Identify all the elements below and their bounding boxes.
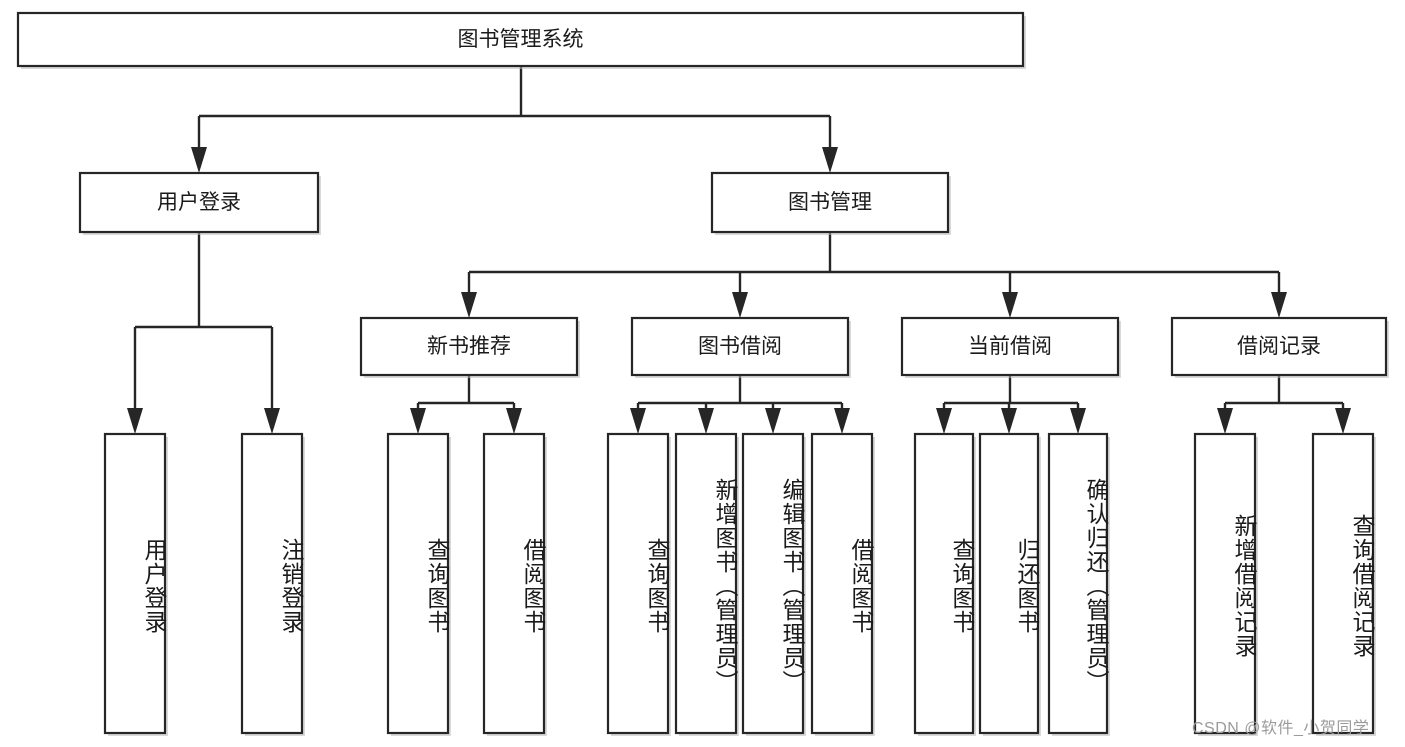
arrowhead-icon: [127, 408, 143, 434]
node-leaf-logout-box[interactable]: [240, 432, 304, 735]
node-new-book-rec-box[interactable]: [359, 316, 579, 377]
arrowhead-icon: [1271, 292, 1287, 318]
node-leaf-return-book-box[interactable]: [978, 432, 1040, 735]
node-leaf-query-book-1-box[interactable]: [386, 432, 450, 735]
arrowhead-icon: [506, 408, 522, 434]
node-leaf-confirm-return-box[interactable]: [1047, 432, 1109, 735]
node-current-borrow-box[interactable]: [900, 316, 1120, 377]
node-leaf-user-login-box[interactable]: [103, 432, 167, 735]
node-borrow-record-box[interactable]: [1170, 316, 1388, 377]
arrowhead-icon: [461, 292, 477, 318]
node-book-borrow-box[interactable]: [630, 316, 850, 377]
arrowhead-icon: [732, 292, 748, 318]
arrowhead-icon: [630, 408, 646, 434]
arrowhead-icon: [410, 408, 426, 434]
node-book-borrow-label: 图书借阅: [698, 335, 782, 358]
arrowhead-icon: [1335, 408, 1351, 434]
node-current-borrow-label: 当前借阅: [968, 335, 1052, 358]
arrowhead-icon: [936, 408, 952, 434]
node-leaf-add-book-box[interactable]: [674, 432, 738, 735]
arrowhead-icon: [834, 408, 850, 434]
arrowhead-icon: [822, 147, 838, 173]
node-leaf-borrow-book-1-box[interactable]: [482, 432, 546, 735]
node-leaf-add-record-box[interactable]: [1193, 432, 1257, 735]
arrowhead-icon: [1070, 408, 1086, 434]
node-leaf-borrow-book-2-box[interactable]: [810, 432, 874, 735]
node-new-book-rec-label: 新书推荐: [427, 335, 511, 358]
boxes-layer: [16, 11, 1389, 736]
arrowhead-icon: [765, 408, 781, 434]
node-root-box[interactable]: [16, 11, 1025, 68]
node-user-login-box[interactable]: [78, 171, 320, 234]
watermark-text: CSDN @软件_小贺同学: [1192, 720, 1370, 737]
edges-layer: [127, 66, 1351, 434]
node-user-login-label: 用户登录: [157, 191, 241, 214]
node-leaf-query-book-2-box[interactable]: [606, 432, 670, 735]
node-leaf-query-book-3-box[interactable]: [913, 432, 975, 735]
arrowhead-icon: [191, 147, 207, 173]
node-book-manage-box[interactable]: [710, 171, 950, 234]
arrowhead-icon: [698, 408, 714, 434]
node-borrow-record-label: 借阅记录: [1237, 335, 1321, 358]
node-book-manage-label: 图书管理: [788, 191, 872, 214]
node-root-label: 图书管理系统: [458, 28, 584, 51]
arrowhead-icon: [1002, 292, 1018, 318]
node-leaf-query-record-box[interactable]: [1311, 432, 1375, 735]
arrowhead-icon: [1001, 408, 1017, 434]
arrowhead-icon: [1217, 408, 1233, 434]
arrowhead-icon: [264, 408, 280, 434]
node-leaf-edit-book-box[interactable]: [741, 432, 805, 735]
